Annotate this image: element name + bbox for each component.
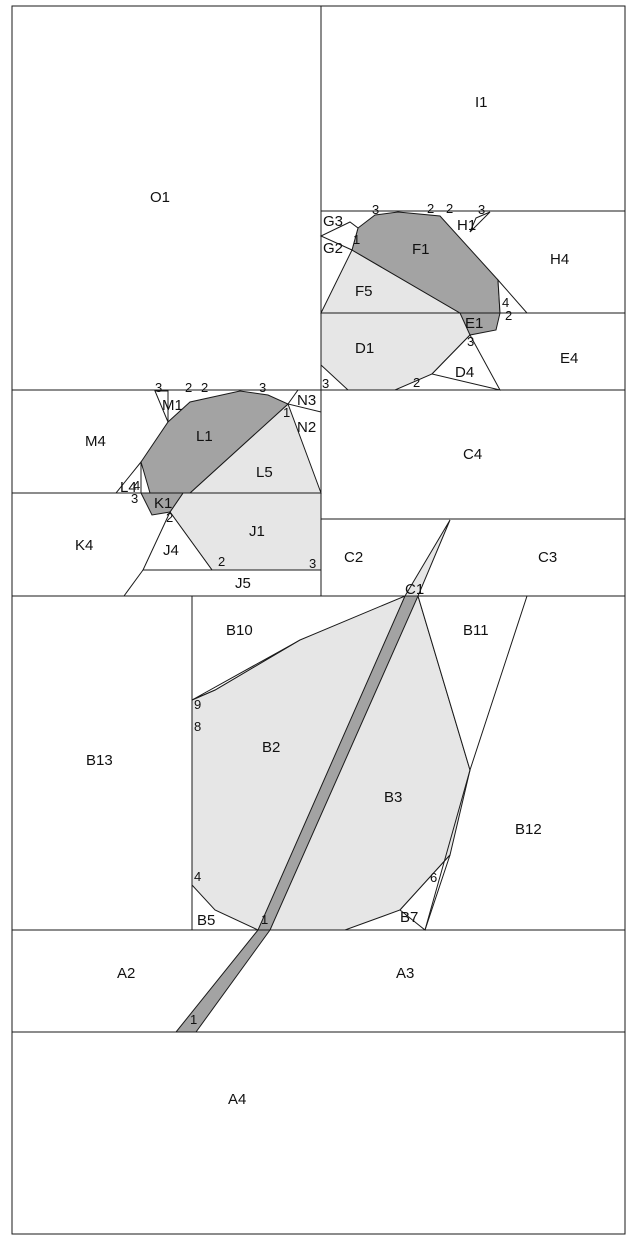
vertex-number: 3 bbox=[478, 202, 485, 217]
label-c3: C3 bbox=[538, 549, 557, 566]
label-i1: I1 bbox=[475, 94, 488, 111]
vertex-number: 9 bbox=[194, 697, 201, 712]
vertex-number: 2 bbox=[166, 510, 173, 525]
vertex-number: 4 bbox=[194, 869, 201, 884]
label-a3: A3 bbox=[396, 965, 414, 982]
label-f1: F1 bbox=[412, 241, 430, 258]
label-n3: N3 bbox=[297, 392, 316, 409]
vertex-number: 3 bbox=[372, 202, 379, 217]
outer-frame bbox=[11, 5, 626, 1235]
grid-lines bbox=[12, 6, 625, 1033]
vertex-number: 4 bbox=[133, 478, 140, 493]
label-m4: M4 bbox=[85, 433, 106, 450]
label-j4: J4 bbox=[163, 542, 179, 559]
label-b12: B12 bbox=[515, 821, 542, 838]
vertex-number: 3 bbox=[322, 376, 329, 391]
vertex-number: 3 bbox=[131, 491, 138, 506]
vertex-number: 3 bbox=[155, 380, 162, 395]
label-l5: L5 bbox=[256, 464, 273, 481]
vertex-number: 4 bbox=[502, 295, 509, 310]
vertex-number: 1 bbox=[261, 912, 268, 927]
label-d4: D4 bbox=[455, 364, 474, 381]
label-c4: C4 bbox=[463, 446, 482, 463]
piece-b7-wedge bbox=[399, 854, 451, 931]
label-b2: B2 bbox=[262, 739, 280, 756]
vertex-number: 2 bbox=[201, 380, 208, 395]
label-f5: F5 bbox=[355, 283, 373, 300]
vertex-number: 2 bbox=[185, 380, 192, 395]
vertex-number: 2 bbox=[413, 375, 420, 390]
label-g3: G3 bbox=[323, 213, 343, 230]
piece-g2-sliver bbox=[319, 221, 359, 251]
label-k4: K4 bbox=[75, 537, 93, 554]
label-k1: K1 bbox=[154, 495, 172, 512]
label-d1: D1 bbox=[355, 340, 374, 357]
vertex-number: 3 bbox=[259, 380, 266, 395]
label-o1: O1 bbox=[150, 189, 170, 206]
vertex-number: 2 bbox=[427, 201, 434, 216]
label-b10: B10 bbox=[226, 622, 253, 639]
label-l4: L4 bbox=[120, 479, 137, 496]
label-e1: E1 bbox=[465, 315, 483, 332]
vertex-number: 8 bbox=[194, 719, 201, 734]
piece-d1 bbox=[320, 312, 471, 391]
label-a2: A2 bbox=[117, 965, 135, 982]
vertex-number: 1 bbox=[190, 1012, 197, 1027]
label-b5: B5 bbox=[197, 912, 215, 929]
label-b7: B7 bbox=[400, 909, 418, 926]
label-b11: B11 bbox=[463, 622, 489, 639]
vertex-number: 2 bbox=[446, 201, 453, 216]
piece-m1-corner bbox=[154, 390, 169, 423]
vertex-number: 1 bbox=[283, 405, 290, 420]
label-a4: A4 bbox=[228, 1091, 246, 1108]
label-g2: G2 bbox=[323, 240, 343, 257]
vertex-number: 3 bbox=[309, 556, 316, 571]
vertex-number: 6 bbox=[430, 870, 437, 885]
label-h1: H1 bbox=[457, 217, 476, 234]
label-h4: H4 bbox=[550, 251, 569, 268]
vertex-number: 2 bbox=[505, 308, 512, 323]
label-b13: B13 bbox=[86, 752, 113, 769]
label-j5: J5 bbox=[235, 575, 251, 592]
vertex-number: 2 bbox=[218, 554, 225, 569]
piece-h1-corner bbox=[469, 211, 491, 233]
label-n2: N2 bbox=[297, 419, 316, 436]
vertex-number: 1 bbox=[353, 232, 360, 247]
label-e4: E4 bbox=[560, 350, 578, 367]
label-l1: L1 bbox=[196, 428, 213, 445]
label-m1: M1 bbox=[162, 397, 183, 414]
piece-d4-wedge bbox=[431, 334, 501, 391]
vertex-number: 3 bbox=[467, 334, 474, 349]
label-c2: C2 bbox=[344, 549, 363, 566]
label-b3: B3 bbox=[384, 789, 402, 806]
piece-b8-wedge bbox=[191, 639, 301, 701]
label-j1: J1 bbox=[249, 523, 265, 540]
label-c1: C1 bbox=[405, 581, 424, 598]
